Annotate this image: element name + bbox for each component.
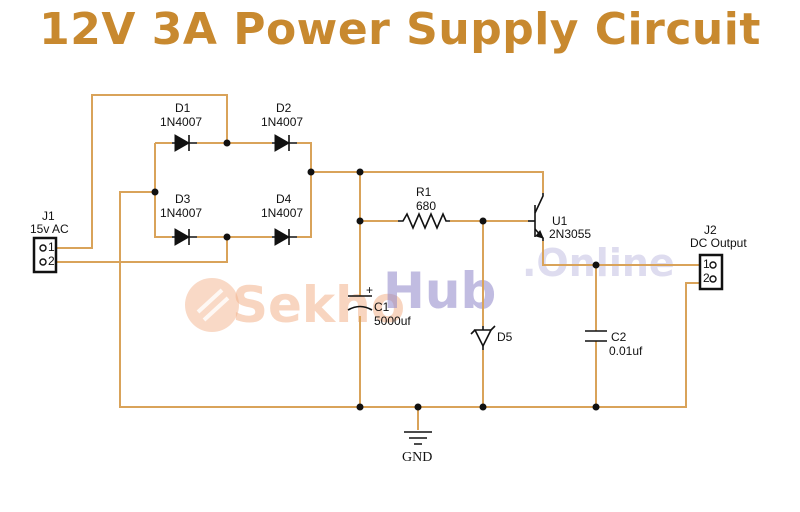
ground-symbol: GND	[402, 431, 432, 465]
c1-ref-label: C1	[374, 300, 390, 314]
diode-d2: D2 1N4007	[261, 101, 303, 152]
j2-ref-label: J2	[704, 223, 717, 237]
transistor-u1: U1 2N3055	[528, 193, 591, 241]
d4-value-label: 1N4007	[261, 206, 303, 220]
j1-pin1-label: 1	[48, 240, 55, 254]
capacitor-c2: C2 0.01uf	[585, 330, 643, 358]
j1-ref-label: J1	[42, 209, 55, 223]
pin-icon	[709, 261, 717, 269]
r1-value-label: 680	[416, 199, 436, 213]
d1-ref-label: D1	[175, 101, 191, 115]
j1-value-label: 15v AC	[30, 222, 69, 236]
d1-value-label: 1N4007	[160, 115, 202, 129]
c2-ref-label: C2	[611, 330, 627, 344]
watermark-logo-icon	[185, 278, 239, 332]
page-title: 12V 3A Power Supply Circuit	[39, 4, 761, 55]
d4-ref-label: D4	[276, 192, 292, 206]
resistor-r1: R1 680	[398, 185, 450, 231]
capacitor-c1: + C1 5000uf	[347, 283, 411, 328]
watermark-text-sekho: Sekho	[232, 276, 405, 334]
j1-pin2-label: 2	[48, 254, 55, 268]
zener-diode-d5: D5	[470, 325, 513, 350]
j2-pin2-label: 2	[703, 271, 710, 285]
d2-value-label: 1N4007	[261, 115, 303, 129]
diode-d3: D3 1N4007	[160, 192, 202, 246]
junction-dots	[151, 139, 600, 411]
gnd-label: GND	[402, 450, 432, 465]
c1-polarity-label: +	[366, 283, 373, 297]
j2-value-label: DC Output	[690, 236, 747, 250]
connector-j1: 1 2 J1 15v AC	[30, 209, 69, 274]
diode-d1: D1 1N4007	[160, 101, 202, 152]
c1-value-label: 5000uf	[374, 314, 411, 328]
c2-value-label: 0.01uf	[609, 344, 643, 358]
connector-j2: 1 2 J2 DC Output	[690, 223, 747, 291]
pin-icon	[39, 258, 47, 266]
watermark: Sekho Hub .Online	[185, 241, 675, 334]
diode-d4: D4 1N4007	[261, 192, 303, 246]
u1-ref-label: U1	[552, 214, 568, 228]
d2-ref-label: D2	[276, 101, 292, 115]
d3-value-label: 1N4007	[160, 206, 202, 220]
wires	[56, 94, 700, 430]
d5-ref-label: D5	[497, 330, 513, 344]
u1-value-label: 2N3055	[549, 227, 591, 241]
pin-icon	[39, 244, 47, 252]
d3-ref-label: D3	[175, 192, 191, 206]
r1-ref-label: R1	[416, 185, 432, 199]
j2-pin1-label: 1	[703, 257, 710, 271]
pin-icon	[709, 275, 717, 283]
watermark-text-hub: Hub	[383, 262, 496, 320]
